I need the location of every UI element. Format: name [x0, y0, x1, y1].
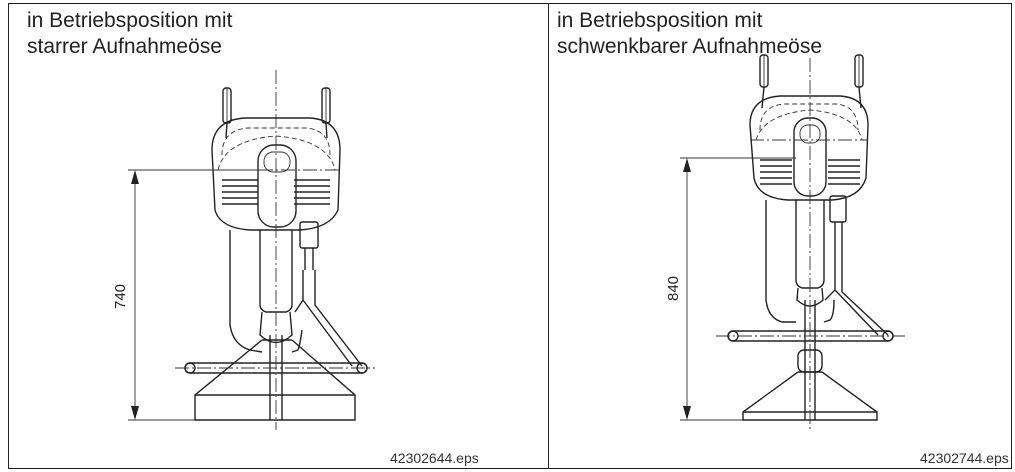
right-antenna-body [765, 200, 835, 420]
figure-frame [8, 3, 1012, 469]
right-device-drawing [680, 54, 905, 430]
left-support-strut [294, 270, 363, 367]
right-figure-filename: 42302744.eps [920, 450, 1009, 466]
left-title-line2: starrer Aufnahmeöse [27, 35, 222, 58]
right-housing [749, 95, 869, 201]
panel-divider [548, 3, 549, 469]
left-cooling-fins [222, 179, 330, 205]
left-panel-title: in Betriebsposition mit starrer Aufnahme… [27, 8, 232, 60]
right-lifting-chains [759, 54, 864, 109]
left-dimension-740 [128, 169, 262, 421]
left-device-drawing [128, 70, 375, 430]
left-base-flange [194, 339, 356, 421]
right-dimension-840 [680, 157, 796, 421]
left-dimension-label: 740 [112, 283, 130, 310]
right-support-strut [824, 262, 889, 336]
left-mounting-eye [257, 144, 297, 228]
left-housing [211, 117, 341, 231]
right-cable-gland [829, 195, 847, 262]
right-panel-title: in Betriebsposition mit schwenkbarer Auf… [557, 8, 822, 60]
right-title-line2: schwenkbarer Aufnahmeöse [557, 35, 822, 58]
left-figure-filename: 42302644.eps [390, 450, 479, 466]
right-dimension-label: 840 [665, 275, 683, 302]
left-lifting-chains [222, 87, 331, 139]
right-cooling-fins [760, 159, 860, 185]
left-antenna-body [229, 230, 303, 420]
right-title-line1: in Betriebsposition mit [557, 9, 763, 32]
left-cable-gland [299, 221, 319, 270]
left-title-line1: in Betriebsposition mit [27, 9, 233, 32]
